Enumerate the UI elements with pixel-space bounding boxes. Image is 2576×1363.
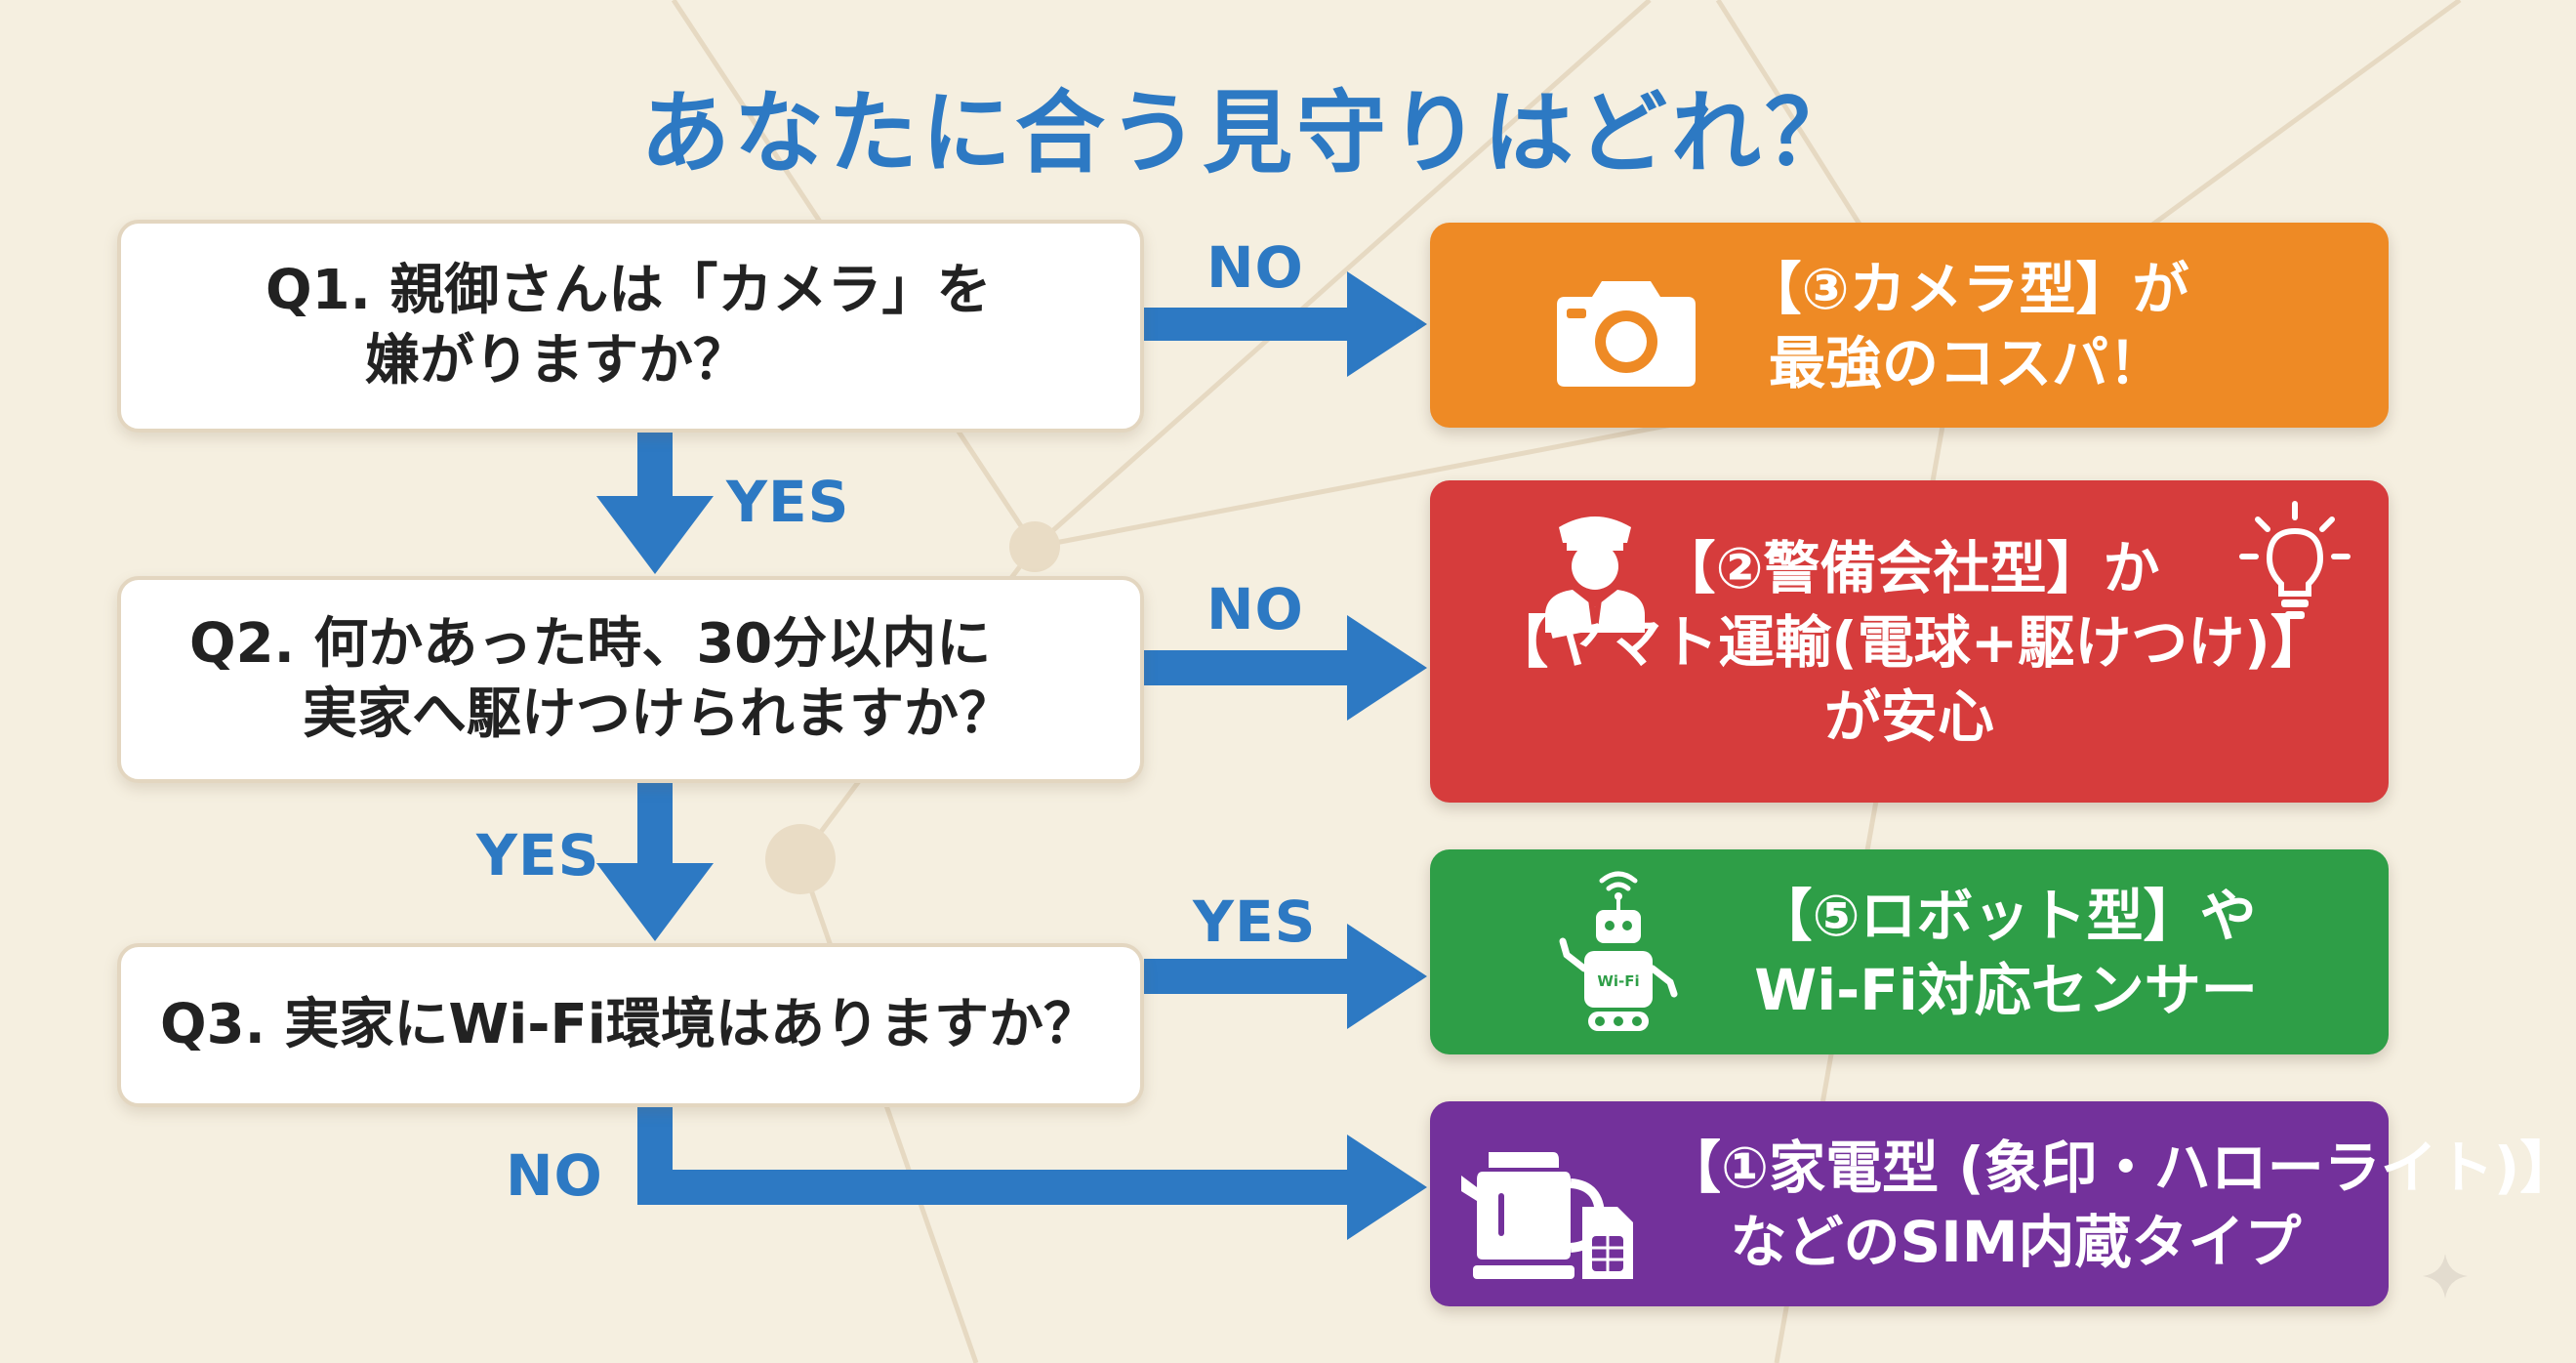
sparkle-icon	[2423, 1254, 2468, 1299]
q2-no-arrow	[1144, 615, 1427, 721]
result-1-line-2: 最強のコスパ！	[1768, 330, 2165, 396]
q1-yes-label: YES	[726, 469, 850, 535]
q3-yes-arrow	[1144, 924, 1427, 1029]
result-robot-type: Wi-Fi 【⑤ロボット型】や Wi-Fi対応センサー	[1430, 849, 2389, 1054]
q2-no-label: NO	[1206, 576, 1304, 642]
q1-no-arrow	[1144, 271, 1427, 377]
question-2-line-2: 実家へ駆けつけられますか？	[303, 682, 1013, 746]
question-2-line-1: Q2. 何かあった時、30分以内に	[189, 612, 992, 676]
result-2-line-2: 【ヤマト運輸(電球+駆けつけ)】	[1492, 609, 2327, 676]
result-3-line-2: Wi-Fi対応センサー	[1754, 957, 2258, 1023]
q1-yes-arrow	[596, 433, 714, 574]
question-1-box: Q1. 親御さんは「カメラ」を 嫌がりますか？	[117, 220, 1144, 433]
q2-yes-label: YES	[476, 822, 600, 888]
result-3-line-1: 【⑤ロボット型】や	[1755, 883, 2257, 949]
result-2-line-1: 【②警備会社型】か	[1658, 535, 2160, 601]
question-1-line-2: 嫌がりますか？	[365, 329, 748, 392]
result-2-line-3: が安心	[1823, 683, 1994, 750]
flow-arrows	[596, 271, 1427, 1240]
q2-yes-arrow	[596, 783, 714, 941]
question-3-line-1: Q3. 実家にWi-Fi環境はありますか？	[160, 993, 1098, 1056]
robot-wifi-label: Wi-Fi	[1597, 972, 1639, 990]
q3-no-label: NO	[506, 1142, 603, 1209]
lightbulb-icon	[2239, 501, 2351, 619]
page-title: あなたに合う見守りはどれ？	[639, 81, 1859, 186]
result-security-type: 【②警備会社型】か 【ヤマト運輸(電球+駆けつけ)】 が安心	[1430, 480, 2389, 803]
question-1-line-1: Q1. 親御さんは「カメラ」を	[266, 259, 992, 322]
question-2-box: Q2. 何かあった時、30分以内に 実家へ駆けつけられますか？	[117, 576, 1144, 783]
camera-icon	[1557, 281, 1696, 387]
robot-icon: Wi-Fi	[1559, 871, 1678, 1031]
q1-no-label: NO	[1206, 234, 1304, 301]
result-4-line-2: などのSIM内蔵タイプ	[1730, 1209, 2302, 1275]
result-1-line-1: 【③カメラ型】が	[1744, 256, 2189, 322]
result-4-line-1: 【①家電型 (象印・ハローライト)】	[1664, 1135, 2576, 1201]
q3-no-arrow	[637, 1107, 1427, 1240]
security-guard-icon	[1545, 516, 1645, 633]
sim-card-icon	[1582, 1207, 1633, 1279]
result-camera-type: 【③カメラ型】が 最強のコスパ！	[1430, 223, 2389, 428]
q3-yes-label: YES	[1193, 888, 1317, 955]
question-3-box: Q3. 実家にWi-Fi環境はありますか？	[117, 943, 1144, 1107]
result-appliance-type: 【①家電型 (象印・ハローライト)】 などのSIM内蔵タイプ	[1430, 1101, 2576, 1306]
